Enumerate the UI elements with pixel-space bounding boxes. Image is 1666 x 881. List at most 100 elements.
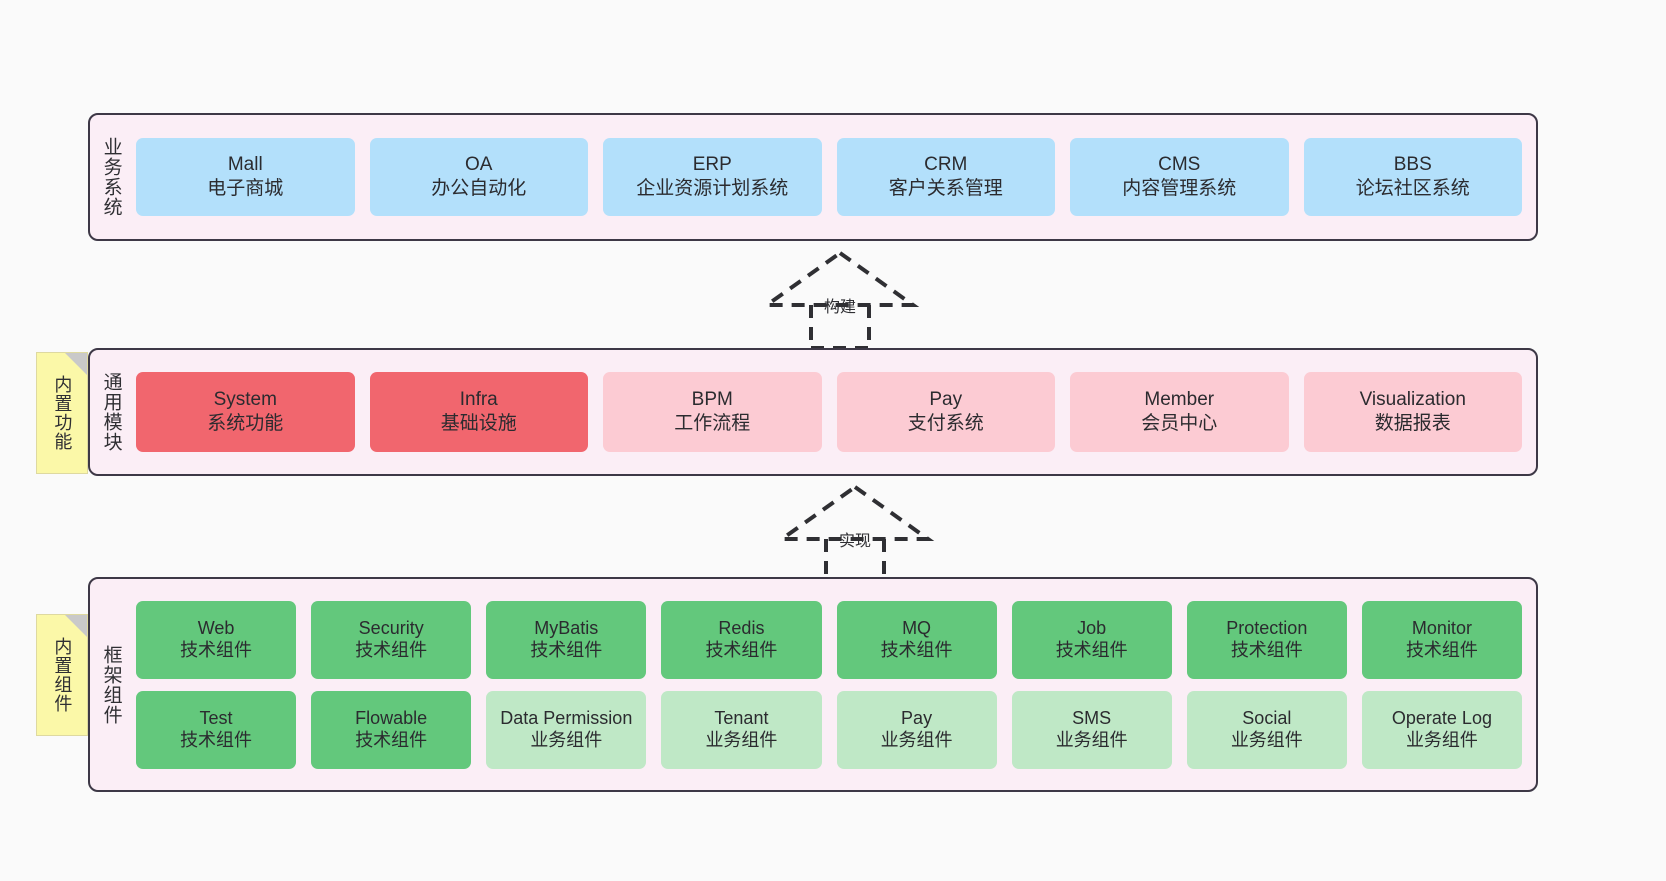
cell-name: Pay [901, 707, 933, 728]
cell-desc: 企业资源计划系统 [636, 178, 789, 199]
cell-desc: 业务组件 [1230, 729, 1303, 750]
framework-cell-web[interactable]: Web 技术组件 [136, 600, 297, 679]
business-cell-erp[interactable]: ERP 企业资源计划系统 [603, 138, 822, 216]
cell-name: ERP [692, 153, 732, 175]
common-cell-bpm[interactable]: BPM 工作流程 [603, 372, 822, 452]
cell-desc: 支付系统 [907, 413, 984, 434]
cell-name: BBS [1393, 153, 1432, 175]
connector-build: 构建 [755, 249, 925, 350]
framework-cell-mybatis[interactable]: MyBatis 技术组件 [486, 600, 647, 679]
cell-name: Redis [718, 617, 765, 638]
cell-desc: 工作流程 [674, 413, 751, 434]
cell-name: Pay [929, 388, 963, 410]
cell-name: MyBatis [534, 617, 599, 638]
framework-cell-data-permission[interactable]: Data Permission 业务组件 [486, 690, 647, 769]
framework-cell-flowable[interactable]: Flowable 技术组件 [311, 690, 472, 769]
framework-cell-protection[interactable]: Protection 技术组件 [1186, 600, 1347, 679]
common-row: System 系统功能 Infra 基础设施 BPM 工作流程 Pay 支付系统… [136, 372, 1522, 452]
layer-business-system: 业务系统 Mall 电子商城 OA 办公自动化 ERP 企业资源计划系统 CRM… [88, 113, 1538, 241]
cell-name: Mall [227, 153, 263, 175]
cell-name: Test [199, 707, 233, 728]
framework-cell-tenant[interactable]: Tenant 业务组件 [661, 690, 822, 769]
framework-cell-redis[interactable]: Redis 技术组件 [661, 600, 822, 679]
common-cell-visualization[interactable]: Visualization 数据报表 [1303, 372, 1522, 452]
cell-desc: 业务组件 [1405, 729, 1478, 750]
cell-name: Operate Log [1391, 707, 1492, 728]
cell-name: SMS [1072, 707, 1112, 728]
layer-framework-component: 框架组件 Web 技术组件 Security 技术组件 MyBatis 技术组件… [88, 577, 1538, 792]
cell-desc: 技术组件 [1230, 639, 1303, 660]
framework-row-business: Test 技术组件 Flowable 技术组件 Data Permission … [136, 690, 1522, 769]
layer-common-module: 通用模块 System 系统功能 Infra 基础设施 BPM 工作流程 Pay… [88, 348, 1538, 476]
cell-desc: 论坛社区系统 [1355, 178, 1470, 199]
connector-implement: 实现 [770, 483, 940, 584]
layer-business-body: Mall 电子商城 OA 办公自动化 ERP 企业资源计划系统 CRM 客户关系… [132, 115, 1536, 239]
cell-name: CRM [924, 153, 968, 175]
cell-name: Flowable [355, 707, 428, 728]
cell-name: BPM [691, 388, 733, 410]
cell-name: Data Permission [500, 707, 633, 728]
framework-cell-job[interactable]: Job 技术组件 [1011, 600, 1172, 679]
business-cell-crm[interactable]: CRM 客户关系管理 [836, 138, 1055, 216]
cell-name: Web [197, 617, 235, 638]
layer-framework-body: Web 技术组件 Security 技术组件 MyBatis 技术组件 Redi… [132, 579, 1536, 790]
cell-desc: 技术组件 [180, 639, 253, 660]
business-cell-bbs[interactable]: BBS 论坛社区系统 [1303, 138, 1522, 216]
cell-desc: 基础设施 [440, 413, 517, 434]
cell-desc: 技术组件 [355, 639, 428, 660]
sticky-note-builtin-features: 内置功能 [36, 352, 88, 474]
cell-desc: 技术组件 [880, 639, 953, 660]
cell-desc: 技术组件 [1405, 639, 1478, 660]
generalization-arrowhead [760, 250, 920, 307]
layer-common-body: System 系统功能 Infra 基础设施 BPM 工作流程 Pay 支付系统… [132, 350, 1536, 474]
business-cell-oa[interactable]: OA 办公自动化 [369, 138, 588, 216]
cell-name: CMS [1158, 153, 1201, 175]
cell-desc: 业务组件 [880, 729, 953, 750]
cell-desc: 技术组件 [530, 639, 603, 660]
framework-row-tech: Web 技术组件 Security 技术组件 MyBatis 技术组件 Redi… [136, 600, 1522, 679]
framework-cell-social[interactable]: Social 业务组件 [1186, 690, 1347, 769]
business-cell-mall[interactable]: Mall 电子商城 [136, 138, 355, 216]
cell-name: Security [358, 617, 424, 638]
cell-desc: 内容管理系统 [1122, 178, 1237, 199]
framework-cell-mq[interactable]: MQ 技术组件 [836, 600, 997, 679]
generalization-arrowhead [775, 484, 935, 541]
framework-cell-sms[interactable]: SMS 业务组件 [1011, 690, 1172, 769]
framework-cell-operate-log[interactable]: Operate Log 业务组件 [1361, 690, 1522, 769]
cell-name: OA [465, 153, 493, 175]
sticky-note-builtin-components: 内置组件 [36, 614, 88, 736]
cell-name: Protection [1226, 617, 1308, 638]
cell-name: Social [1242, 707, 1292, 728]
layer-common-title: 通用模块 [100, 372, 122, 452]
cell-name: Member [1144, 388, 1215, 410]
cell-name: MQ [902, 617, 932, 638]
cell-name: Tenant [714, 707, 769, 728]
cell-desc: 电子商城 [207, 178, 284, 199]
common-cell-pay[interactable]: Pay 支付系统 [836, 372, 1055, 452]
cell-name: Infra [459, 388, 498, 410]
business-row: Mall 电子商城 OA 办公自动化 ERP 企业资源计划系统 CRM 客户关系… [136, 138, 1522, 216]
cell-desc: 技术组件 [705, 639, 778, 660]
cell-desc: 数据报表 [1374, 413, 1451, 434]
common-cell-member[interactable]: Member 会员中心 [1070, 372, 1289, 452]
business-cell-cms[interactable]: CMS 内容管理系统 [1070, 138, 1289, 216]
connector-build-label: 构建 [823, 299, 856, 316]
cell-desc: 业务组件 [705, 729, 778, 750]
cell-desc: 客户关系管理 [888, 178, 1003, 199]
layer-framework-title: 框架组件 [100, 644, 122, 725]
connector-implement-label: 实现 [838, 533, 871, 550]
common-cell-system[interactable]: System 系统功能 [136, 372, 355, 452]
framework-cell-security[interactable]: Security 技术组件 [311, 600, 472, 679]
common-cell-infra[interactable]: Infra 基础设施 [369, 372, 588, 452]
cell-desc: 系统功能 [207, 413, 284, 434]
cell-name: Monitor [1411, 617, 1472, 638]
cell-desc: 办公自动化 [431, 178, 527, 199]
layer-business-title: 业务系统 [100, 137, 122, 217]
framework-cell-test[interactable]: Test 技术组件 [136, 690, 297, 769]
cell-desc: 技术组件 [180, 729, 253, 750]
framework-cell-monitor[interactable]: Monitor 技术组件 [1361, 600, 1522, 679]
cell-name: System [213, 388, 277, 410]
framework-cell-pay[interactable]: Pay 业务组件 [836, 690, 997, 769]
cell-desc: 业务组件 [1055, 729, 1128, 750]
